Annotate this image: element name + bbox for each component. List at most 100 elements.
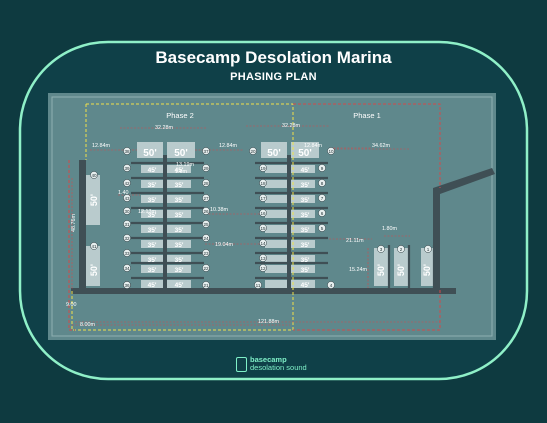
slip-number: 33	[124, 251, 130, 256]
slip-west	[141, 240, 163, 248]
slip-number: 8	[321, 181, 324, 186]
slip-size-label: 35'	[148, 242, 157, 249]
slip-number-marker	[90, 171, 98, 179]
plan-border	[51, 96, 493, 337]
slip-west	[265, 240, 287, 248]
slip-number: 4	[330, 283, 333, 288]
slip-number-marker	[259, 209, 267, 217]
slip-number: 15	[260, 226, 266, 231]
slip-east	[167, 180, 191, 188]
slip-number-marker	[123, 179, 131, 187]
slip-number: 43	[124, 196, 130, 201]
dimension-label: 13.19m	[176, 162, 194, 168]
slip-size-label: 50'	[298, 148, 312, 159]
slip-number: 42	[124, 181, 130, 186]
slip-50ft	[137, 142, 163, 158]
dimension-label: 48.76m	[71, 214, 77, 232]
slip-west	[141, 255, 163, 263]
slip-size-label: 35'	[175, 182, 184, 189]
slip-west	[265, 280, 287, 288]
slip-east	[167, 255, 191, 263]
slip-west	[141, 210, 163, 218]
logo-mark-icon	[236, 357, 247, 372]
logo-line-1: basecamp	[250, 355, 287, 364]
slip-number-marker	[123, 281, 131, 289]
slip-number-marker	[259, 254, 267, 262]
slip-west	[265, 210, 287, 218]
slip-number-marker	[259, 179, 267, 187]
dock-a-stem	[163, 155, 167, 288]
dimension-label: 32.28m	[282, 123, 300, 129]
slip-number-marker	[259, 194, 267, 202]
slip-number: 1	[427, 247, 430, 252]
slip-number-marker	[254, 281, 262, 289]
slip-number: 38	[124, 149, 130, 154]
slip-size-label: 45'	[175, 167, 184, 174]
slip-size-label: 45'	[175, 282, 184, 289]
dimension-label: 12.13m	[138, 209, 156, 215]
dimension-label: 8.00m	[80, 322, 95, 328]
slip-number: 7	[321, 196, 324, 201]
dimension-label: 21.11m	[346, 238, 364, 244]
slip-size-label: 35'	[175, 257, 184, 264]
dimension-label: 1.9m	[175, 169, 187, 175]
slip-east	[291, 210, 315, 218]
slip-number-marker	[123, 164, 131, 172]
slip-size-label: 50'	[89, 264, 99, 276]
phase-lines	[68, 103, 441, 331]
dimension-label: 1.80m	[382, 226, 397, 232]
slip-number: 6	[321, 211, 324, 216]
slip-size-label: 35'	[301, 267, 310, 274]
slip-west	[265, 265, 287, 273]
slip-number-marker	[202, 264, 210, 272]
dimension-label: 121.88m	[258, 319, 279, 325]
slip-size-label: 45'	[301, 282, 310, 289]
slip-number: 36	[124, 283, 130, 288]
slip-east	[167, 165, 191, 173]
slip-number-marker	[259, 164, 267, 172]
page-title: Basecamp Desolation Marina	[155, 48, 392, 67]
slip-number-marker	[318, 209, 326, 217]
slip-number-marker	[202, 147, 210, 155]
phase1-outline-bottom	[293, 290, 441, 331]
slip-number-marker	[318, 164, 326, 172]
slip-boxes	[86, 142, 433, 288]
slip-number: 20	[250, 149, 256, 154]
slip-numbers: 3839404142433031323334353637292827262524…	[90, 147, 432, 289]
slip-number: 21	[203, 283, 209, 288]
west-breakwater	[79, 160, 86, 294]
slip-number: 17	[260, 196, 266, 201]
slip-number-marker	[259, 264, 267, 272]
slip-size-label: 50'	[422, 264, 432, 276]
slip-west	[141, 165, 163, 173]
slip-number: 41	[91, 244, 97, 249]
slip-number-marker	[123, 207, 131, 215]
slip-number: 3	[380, 247, 383, 252]
slip-number-marker	[123, 194, 131, 202]
slip-number: 27	[203, 196, 209, 201]
slip-west	[265, 195, 287, 203]
slip-number: 28	[203, 181, 209, 186]
slip-50ft	[394, 248, 408, 286]
slip-east	[167, 195, 191, 203]
slip-west	[265, 165, 287, 173]
slip-size-label: 35'	[175, 267, 184, 274]
slip-50ft	[374, 248, 388, 286]
slip-size-label: 35'	[301, 242, 310, 249]
slip-number-marker	[202, 249, 210, 257]
slip-number-marker	[202, 281, 210, 289]
dimension-lines	[71, 125, 440, 326]
slip-size-label: 35'	[148, 182, 157, 189]
page-subtitle: PHASING PLAN	[230, 71, 317, 83]
slip-number-marker	[327, 147, 335, 155]
slip-east	[291, 165, 315, 173]
slip-number: 9	[321, 166, 324, 171]
dimension-label: 9.00	[66, 302, 77, 308]
slip-number-marker	[397, 245, 405, 253]
slip-number: 25	[203, 222, 209, 227]
dimension-label: 12.84m	[92, 143, 110, 149]
slip-number: 14	[260, 241, 266, 246]
